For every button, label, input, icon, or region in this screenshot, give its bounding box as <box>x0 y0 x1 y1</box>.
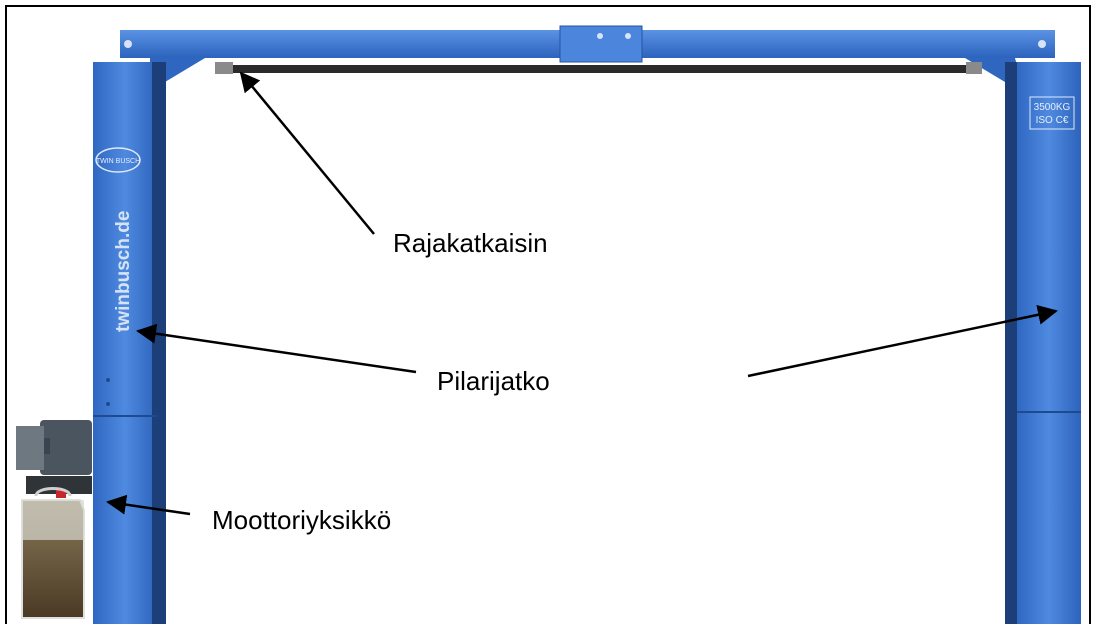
top-crossbeam <box>120 25 1055 85</box>
brand-logo: TWIN BUSCH <box>95 147 141 173</box>
right-pillar <box>1005 62 1081 624</box>
diagram-frame <box>5 5 1091 624</box>
callout-limit-switch: Rajakatkaisin <box>393 228 548 258</box>
arrow-limit-switch <box>239 71 375 235</box>
capacity-text: 3500KG <box>1034 102 1071 113</box>
arrow-pillar-left <box>136 323 417 374</box>
limit-switch-bar <box>215 62 982 74</box>
website-decal: twinbusch.de <box>113 211 134 332</box>
callout-motor-unit: Moottoriyksikkö <box>212 505 392 535</box>
callout-pillar-extension: Pilarijatko <box>437 366 550 396</box>
arrow-pillar-right <box>747 304 1058 378</box>
certification-text: ISO C€ <box>1036 115 1069 126</box>
brand-logo-text: TWIN BUSCH <box>96 158 140 165</box>
left-pillar <box>93 62 166 624</box>
arrow-motor-unit <box>106 494 191 516</box>
motor-unit <box>16 420 92 619</box>
capacity-plate: 3500KG ISO C€ <box>1029 96 1075 130</box>
